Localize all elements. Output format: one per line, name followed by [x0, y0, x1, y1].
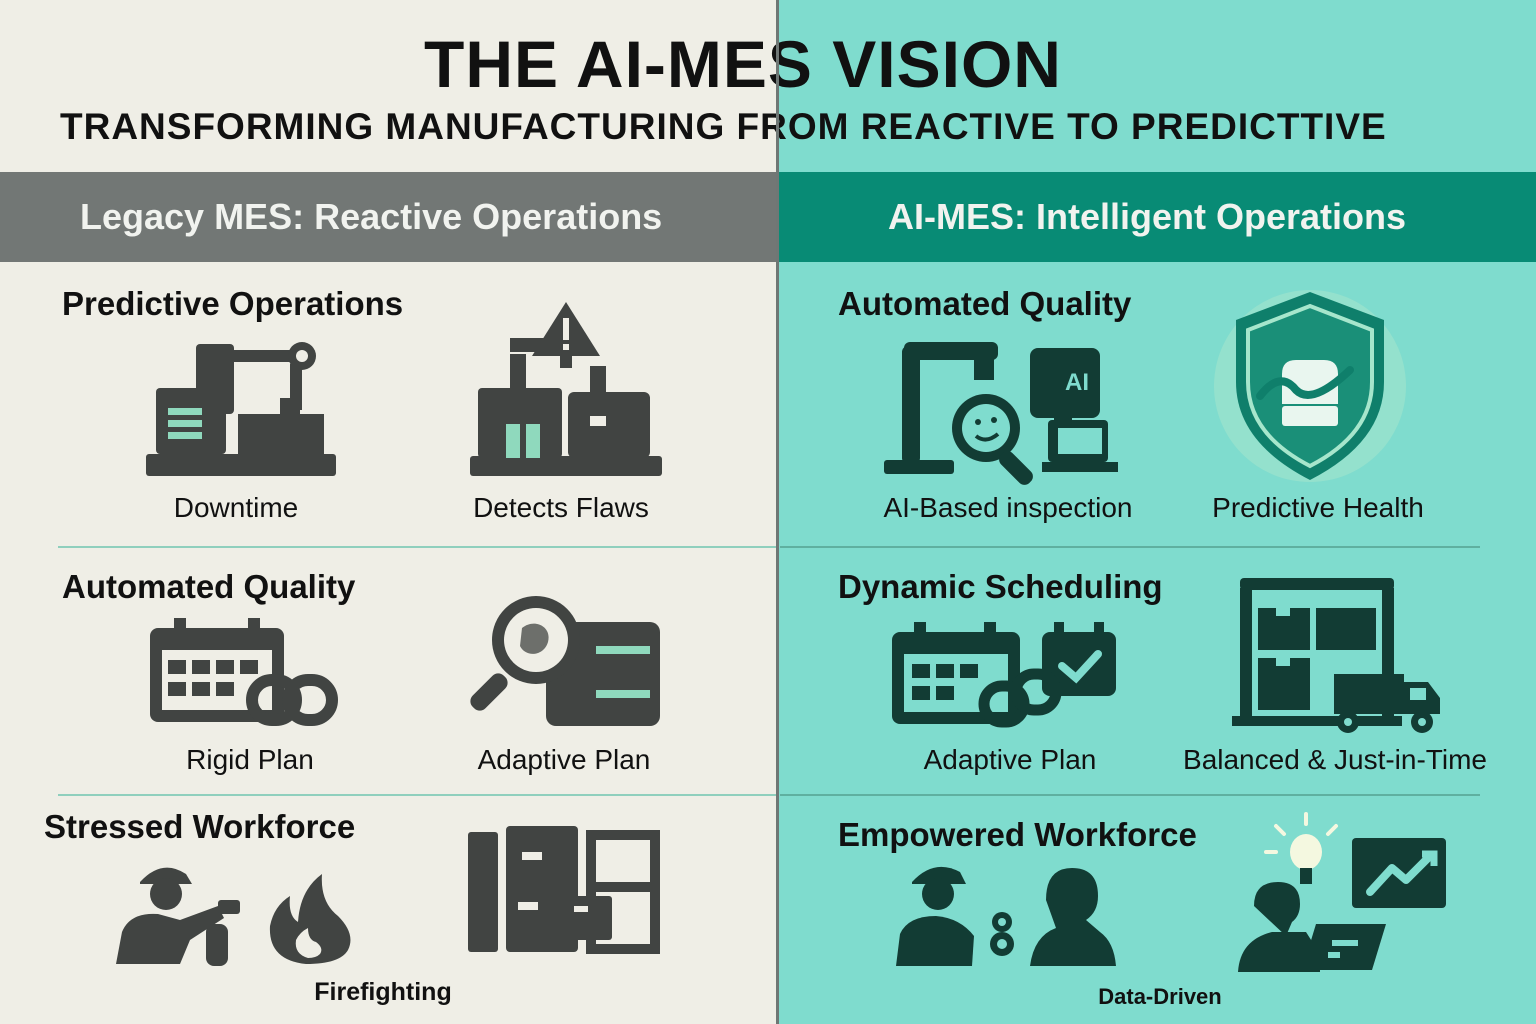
legacy-panel-background [0, 0, 778, 1024]
legacy-row-divider-2 [58, 794, 776, 796]
ai-row-divider-1 [780, 546, 1480, 548]
legacy-section-title-3: Stressed Workforce [44, 808, 356, 845]
ai-label-inspection: AI-Based inspection [883, 492, 1133, 523]
ai-section-title-1: Automated Quality [838, 285, 1132, 322]
legacy-section-title-1: Predictive Operations [62, 285, 404, 322]
ai-section-title-3: Empowered Workforce [838, 816, 1197, 853]
center-divider [776, 0, 779, 1024]
analyst-chart-icon [1238, 812, 1446, 972]
ai-badge: AI [1065, 369, 1089, 396]
calendar-check-icon [892, 622, 1116, 728]
ai-label-data-driven: Data-Driven [1098, 984, 1222, 1009]
ai-section-title-2: Dynamic Scheduling [838, 568, 1163, 605]
legacy-label-firefighting: Firefighting [314, 978, 452, 1006]
ai-header-band: AI-MES: Intelligent Operations [778, 172, 1536, 262]
page-title: THE AI-MES VISION [424, 27, 1062, 101]
warehouse-truck-icon [1232, 578, 1440, 733]
legacy-label-adaptive-plan: Adaptive Plan [477, 744, 651, 775]
shield-health-icon [1214, 290, 1406, 482]
magnifier-document-icon [470, 596, 660, 726]
workers-insight-icon [896, 866, 1116, 966]
ai-header-text: AI-MES: Intelligent Operations [888, 196, 1407, 237]
machine-icon [146, 342, 336, 476]
legacy-row-divider-1 [58, 546, 776, 548]
legacy-label-rigid-plan: Rigid Plan [186, 744, 314, 775]
warehouse-shelves-icon [468, 826, 660, 954]
worker-fire-icon [116, 867, 351, 966]
ai-label-adaptive-plan: Adaptive Plan [923, 744, 1097, 775]
legacy-header-text: Legacy MES: Reactive Operations [80, 196, 663, 237]
legacy-header-band: Legacy MES: Reactive Operations [0, 172, 778, 262]
robot-inspection-icon: AI [884, 342, 1118, 485]
ai-row-divider-2 [780, 794, 1480, 796]
legacy-section-title-2: Automated Quality [62, 568, 356, 605]
legacy-label-downtime: Downtime [173, 492, 299, 523]
ai-label-predictive-health: Predictive Health [1212, 492, 1424, 523]
legacy-label-detects-flaws: Detects Flaws [473, 492, 649, 523]
factory-warning-icon [470, 302, 662, 476]
calendar-chain-icon [150, 618, 338, 726]
ai-label-balanced-jit: Balanced & Just-in-Time [1183, 744, 1487, 775]
page-subtitle: TRANSFORMING MANUFACTURING FROM REACTIVE… [60, 106, 1387, 147]
